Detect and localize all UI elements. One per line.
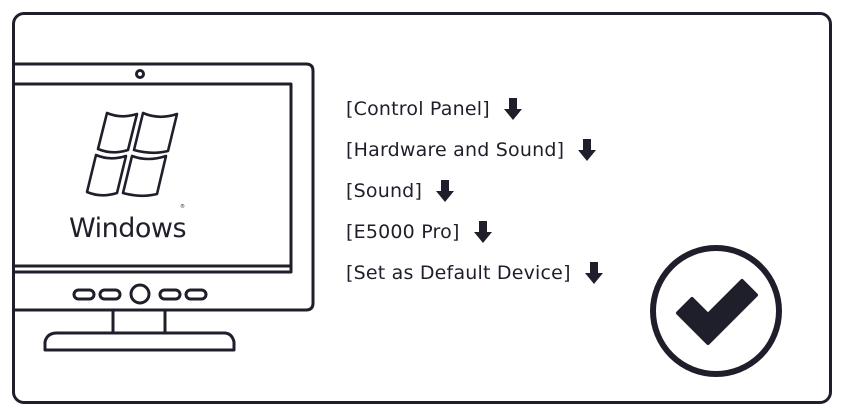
instruction-card — [12, 12, 832, 404]
arrow-down-icon — [584, 261, 603, 284]
arrow-down-icon — [503, 97, 522, 120]
arrow-down-icon — [473, 220, 492, 243]
step-label: [Sound] — [346, 179, 423, 202]
arrow-down-icon — [436, 179, 455, 202]
step-e5000-pro: [E5000 Pro] — [346, 211, 603, 252]
step-label: [Hardware and Sound] — [346, 138, 565, 161]
step-set-as-default-device: [Set as Default Device] — [346, 252, 603, 293]
step-label: [E5000 Pro] — [346, 220, 460, 243]
monitor-screen — [12, 82, 293, 274]
monitor-stand — [43, 308, 236, 352]
camera-icon — [135, 69, 145, 79]
svg-text:®: ® — [180, 203, 185, 210]
step-sound: [Sound] — [346, 170, 603, 211]
step-hardware-and-sound: [Hardware and Sound] — [346, 129, 603, 170]
step-label: [Control Panel] — [346, 97, 490, 120]
steps-list: [Control Panel] [Hardware and Sound] [So… — [346, 88, 603, 293]
step-label: [Set as Default Device] — [346, 261, 571, 284]
arrow-down-icon — [578, 138, 597, 161]
monitor-bezel — [12, 62, 315, 312]
checkmark-circle-icon — [650, 245, 782, 377]
monitor-buttons — [72, 283, 208, 305]
step-control-panel: [Control Panel] — [346, 88, 603, 129]
windows-wordmark: Windows — [69, 213, 187, 244]
windows-logo — [85, 111, 179, 198]
